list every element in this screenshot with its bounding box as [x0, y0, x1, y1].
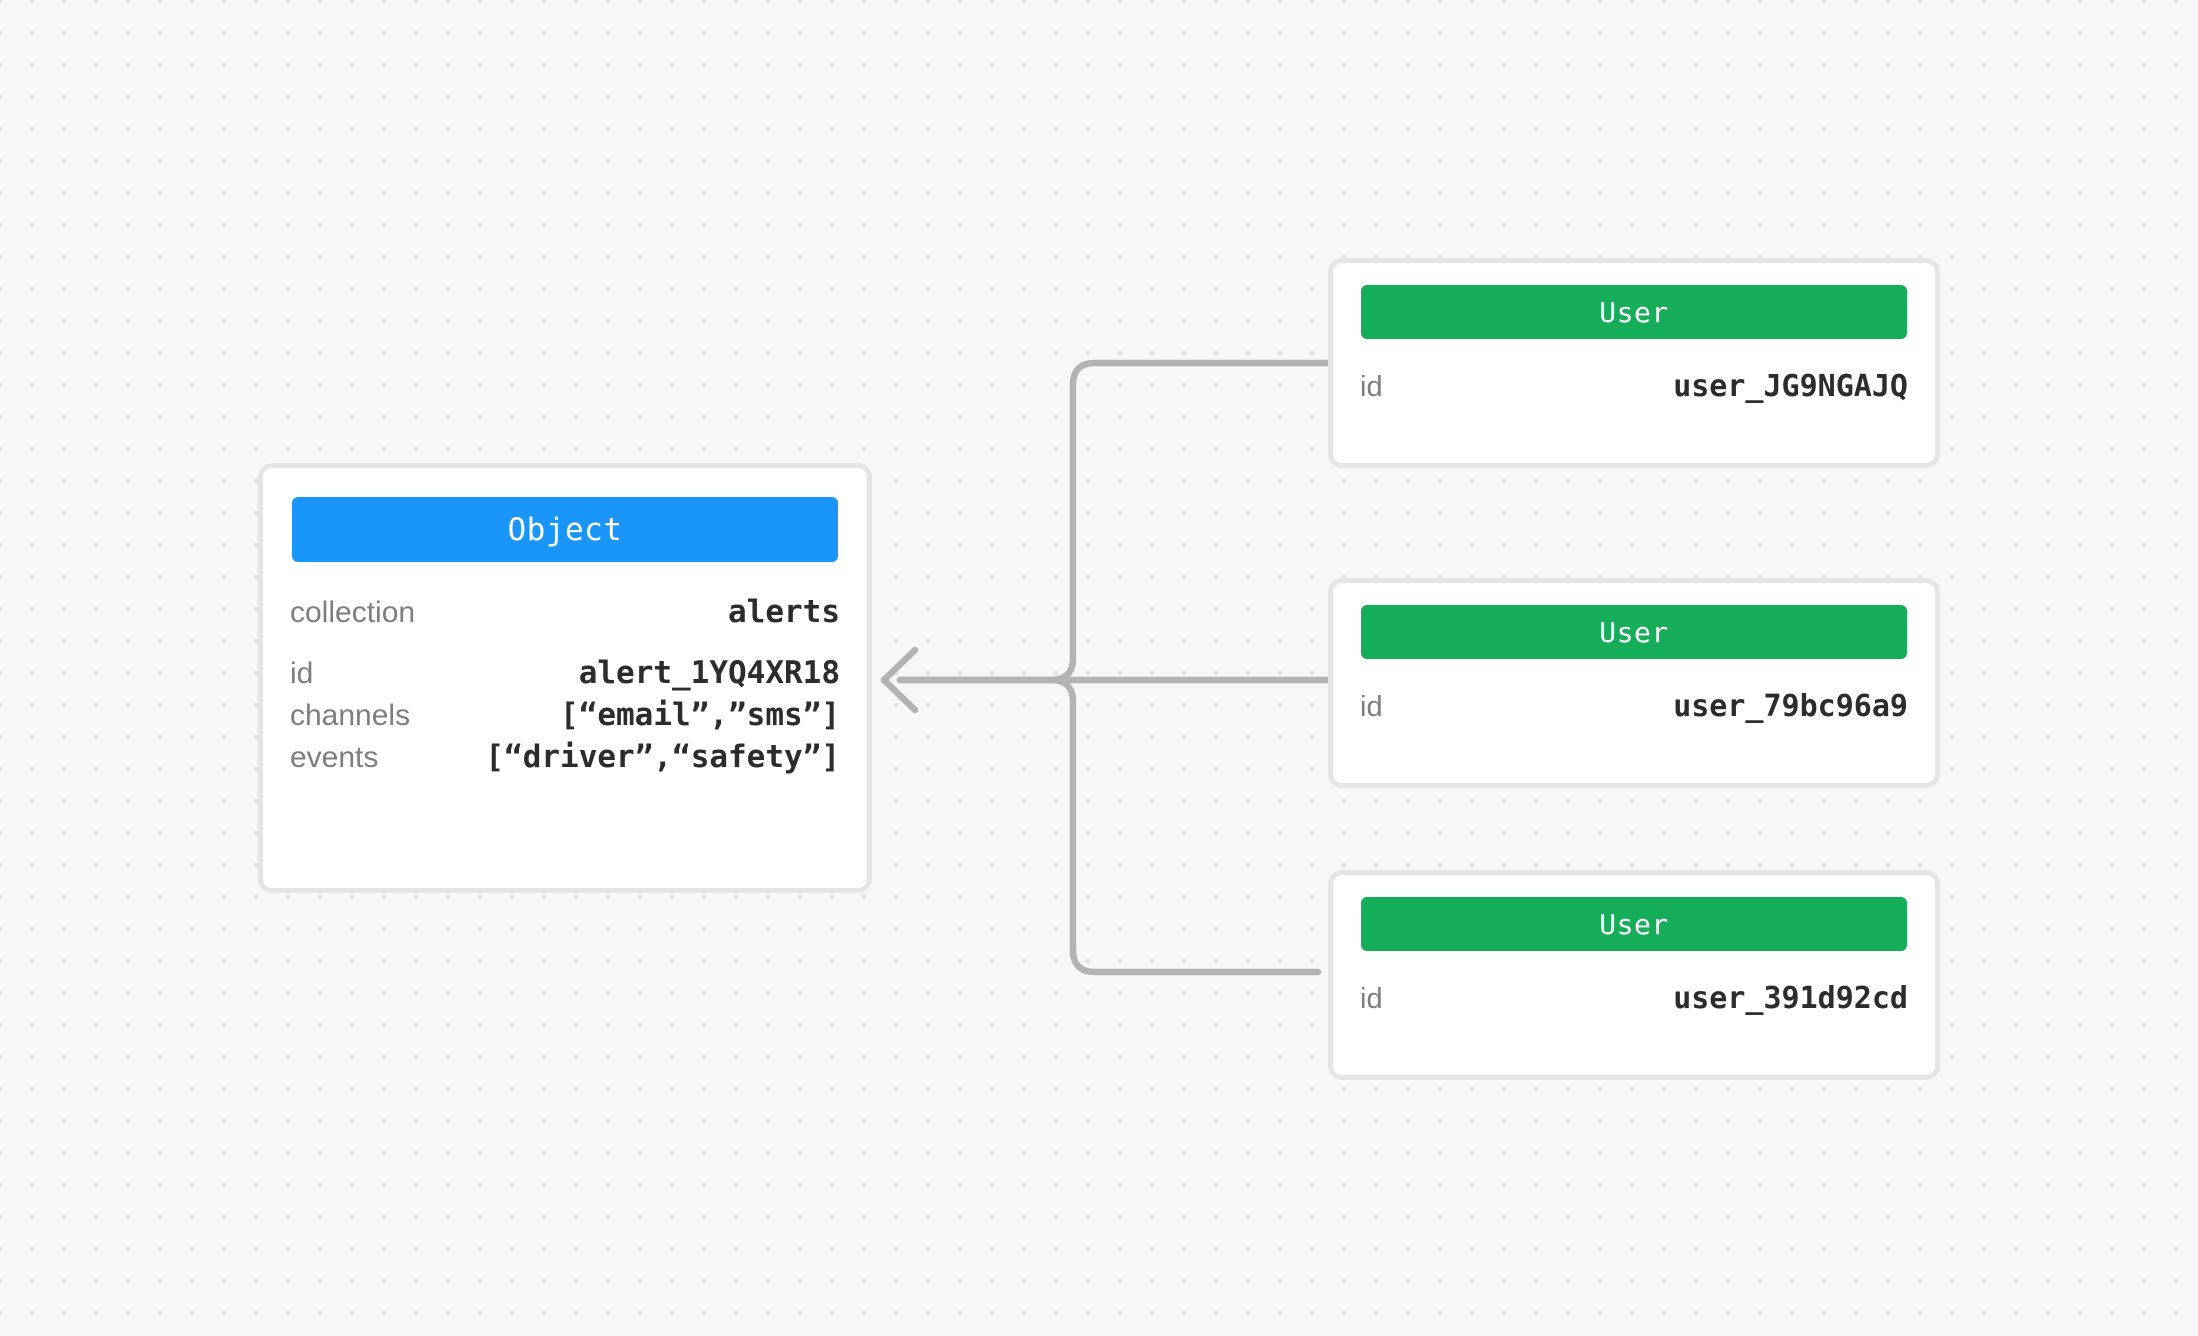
table-row[interactable]: channels [“email”,”sms”]: [290, 697, 840, 733]
table-row[interactable]: collection alerts: [290, 594, 840, 630]
table-row[interactable]: id user_79bc96a9: [1360, 689, 1908, 724]
table-row[interactable]: id user_391d92cd: [1360, 981, 1908, 1016]
user-node-header: User: [1361, 897, 1907, 951]
user-node[interactable]: User id user_JG9NGAJQ: [1328, 258, 1940, 468]
user-node[interactable]: User id user_79bc96a9: [1328, 578, 1940, 788]
field-value: user_79bc96a9: [1673, 689, 1908, 724]
edge-arrowhead: [880, 646, 919, 714]
field-key: id: [1360, 983, 1383, 1015]
edge-user-0: [896, 359, 1336, 684]
field-value: alert_1YQ4XR18: [578, 655, 840, 691]
field-key: events: [290, 741, 379, 774]
field-key: id: [1360, 371, 1383, 403]
table-row[interactable]: id user_JG9NGAJQ: [1360, 369, 1908, 404]
field-key: channels: [290, 699, 411, 732]
field-key: id: [290, 657, 314, 690]
field-value: alerts: [728, 594, 840, 630]
object-node[interactable]: Object collection alerts id alert_1YQ4XR…: [258, 463, 872, 893]
user-node-header: User: [1361, 285, 1907, 339]
field-value: user_JG9NGAJQ: [1673, 369, 1908, 404]
user-node-header: User: [1361, 605, 1907, 659]
user-node-fields: id user_79bc96a9: [1360, 689, 1908, 724]
user-node-fields: id user_JG9NGAJQ: [1360, 369, 1908, 404]
field-key: id: [1360, 691, 1383, 723]
edge-user-2: [896, 676, 1322, 976]
field-value: [“email”,”sms”]: [560, 697, 840, 733]
object-node-header: Object: [292, 497, 838, 562]
field-key: collection: [290, 596, 416, 629]
table-row[interactable]: events [“driver”,“safety”]: [290, 739, 840, 775]
object-node-fields: collection alerts id alert_1YQ4XR18 chan…: [290, 594, 840, 775]
field-value: user_391d92cd: [1673, 981, 1908, 1016]
user-node-fields: id user_391d92cd: [1360, 981, 1908, 1016]
user-node[interactable]: User id user_391d92cd: [1328, 870, 1940, 1080]
table-row[interactable]: id alert_1YQ4XR18: [290, 655, 840, 691]
field-value: [“driver”,“safety”]: [485, 739, 840, 775]
